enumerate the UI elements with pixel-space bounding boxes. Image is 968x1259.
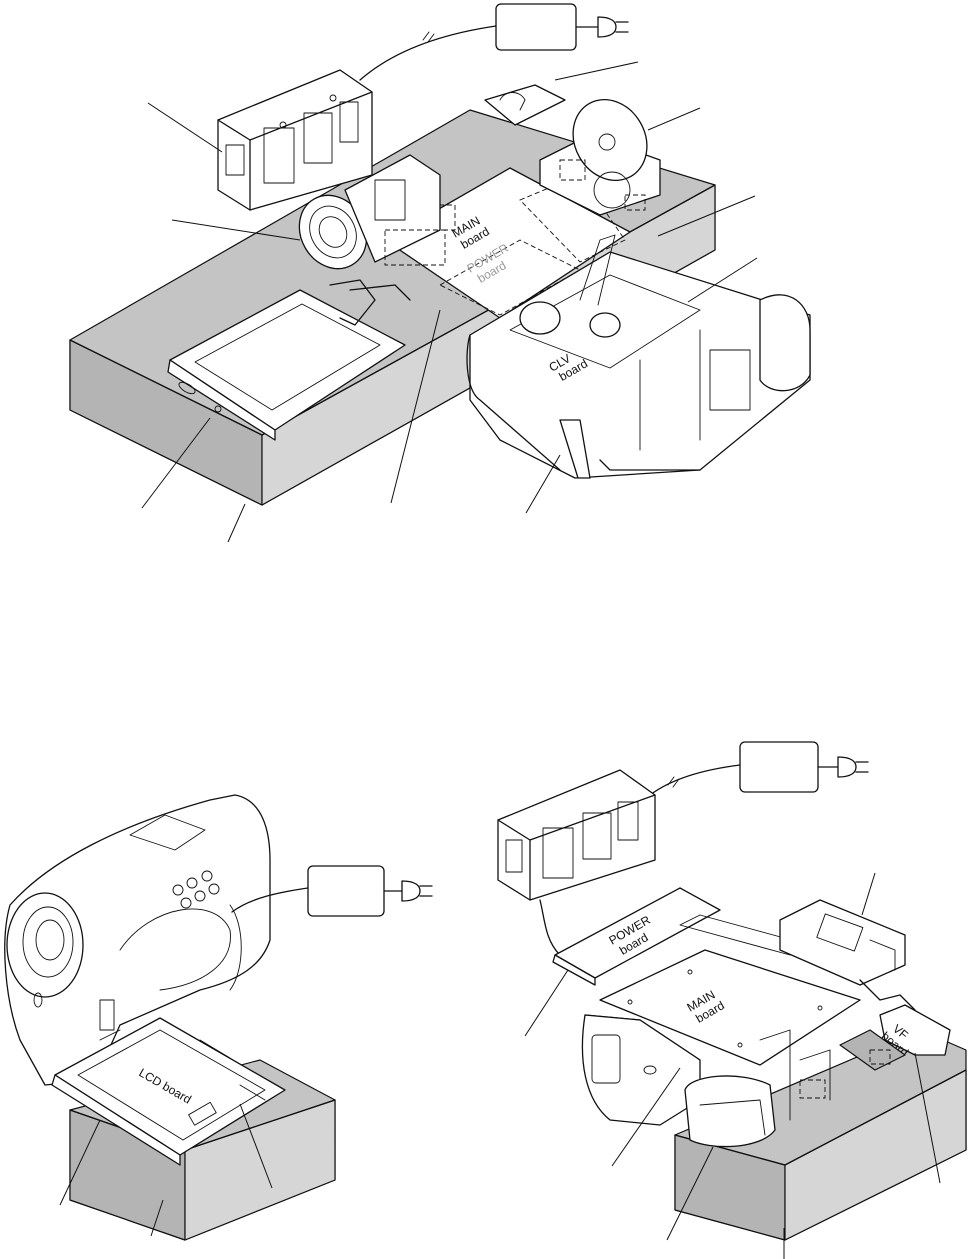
top-lcd-panel	[167, 279, 411, 441]
ac-adapter-icon	[307, 865, 385, 917]
top-chassis: CLVboard	[466, 234, 811, 479]
br-power-board: POWERboard	[552, 887, 811, 986]
bl-lcd-assembly: LCD board	[51, 1017, 286, 1166]
bottom-right-figure: POWERboard MAINboard	[497, 741, 967, 1259]
power-plug-icon	[817, 756, 869, 778]
ac-adapter-icon	[495, 3, 577, 51]
br-battery-adapter	[497, 769, 656, 956]
power-plug-icon	[575, 16, 629, 38]
bl-camcorder	[4, 794, 271, 1086]
top-battery-adapter	[217, 69, 373, 211]
dc-cable	[359, 25, 497, 81]
ac-adapter-icon	[739, 741, 819, 793]
br-vf-board: VFboard	[839, 1004, 951, 1071]
br-vf-mechanism	[779, 899, 916, 1011]
power-plug-icon	[383, 880, 433, 902]
br-stand	[674, 1029, 967, 1241]
br-camera-body	[581, 1014, 831, 1148]
br-leader-lines	[524, 872, 941, 1259]
bl-leader-lines	[59, 1103, 273, 1237]
top-ac-adapter	[359, 3, 629, 81]
top-lid-mechanism	[484, 84, 661, 216]
top-leader-lines	[141, 61, 758, 543]
br-main-board: MAINboard	[599, 949, 861, 1066]
bl-ac-adapter	[231, 865, 433, 917]
br-ac-adapter	[649, 741, 869, 796]
top-main-board: MAINboard POWERboard	[384, 167, 631, 319]
top-lens-block	[298, 154, 446, 270]
bottom-left-figure: LCD board	[4, 794, 433, 1241]
top-figure: MAINboard POWERboard	[69, 3, 811, 543]
